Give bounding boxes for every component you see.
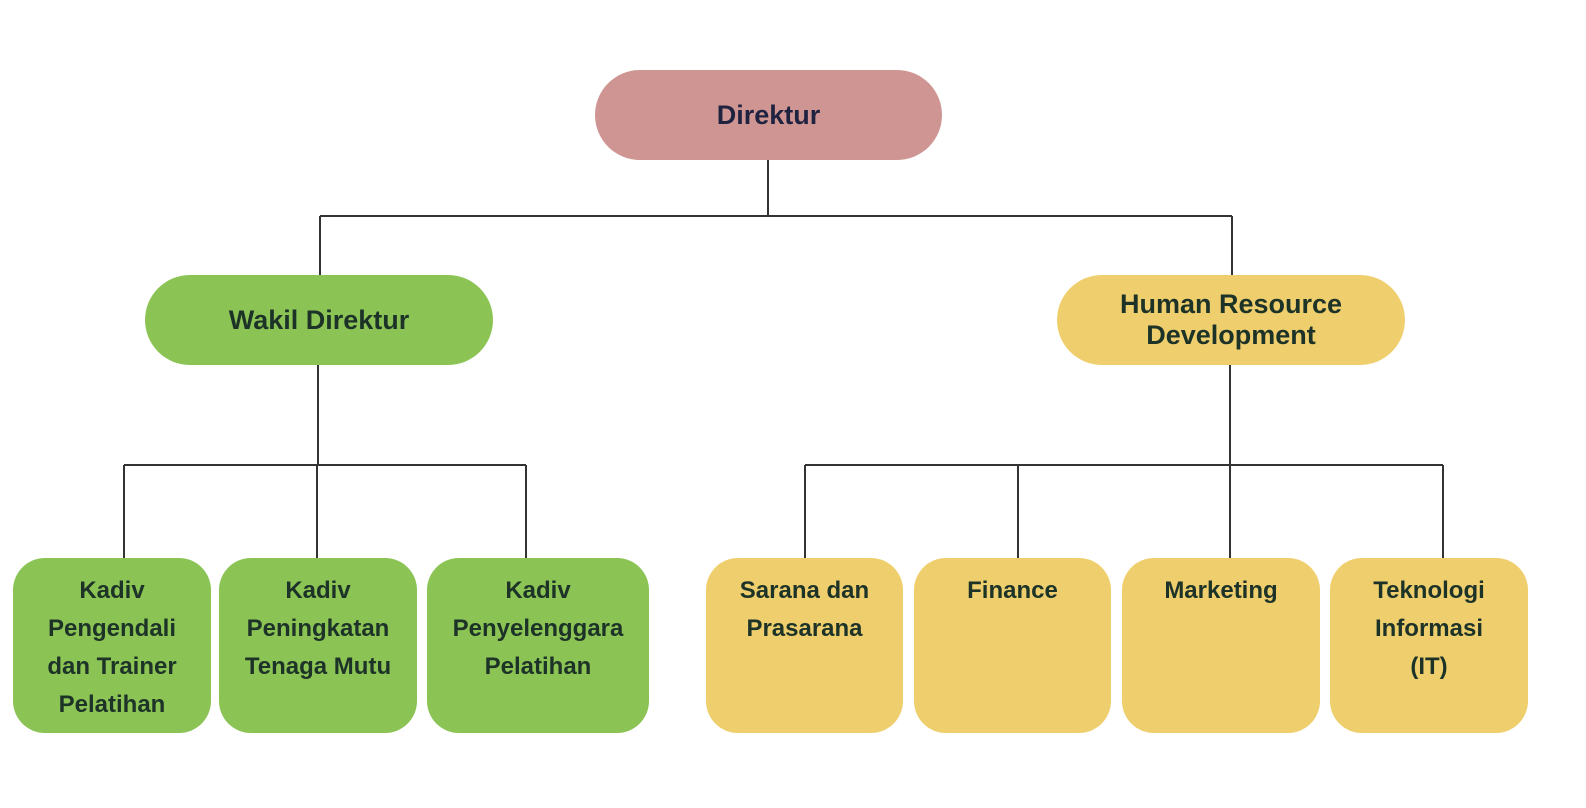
node-label: Kadiv Pengendali dan Trainer Pelatihan	[47, 577, 177, 718]
director-connector	[319, 160, 1233, 275]
hrd-connector	[804, 365, 1444, 558]
deputy-connector	[123, 365, 527, 558]
node-label: Kadiv Peningkatan Tenaga Mutu	[244, 577, 392, 680]
node-it: Teknologi Informasi (IT)	[1330, 558, 1528, 733]
node-direktur: Direktur	[595, 70, 942, 160]
node-kadiv-penyelenggara: Kadiv Penyelenggara Pelatihan	[427, 558, 649, 733]
node-finance: Finance	[914, 558, 1111, 733]
node-kadiv-peningkatan: Kadiv Peningkatan Tenaga Mutu	[219, 558, 417, 733]
node-label: Direktur	[716, 99, 821, 130]
node-sarana: Sarana dan Prasarana	[706, 558, 903, 733]
node-label: Sarana dan Prasarana	[739, 577, 870, 642]
node-label: Marketing	[1164, 577, 1278, 604]
node-kadiv-pengendali: Kadiv Pengendali dan Trainer Pelatihan	[13, 558, 211, 733]
node-label: Finance	[967, 577, 1058, 604]
node-wakil-direktur: Wakil Direktur	[145, 275, 493, 365]
node-label: Teknologi Informasi (IT)	[1373, 577, 1485, 680]
node-label: Wakil Direktur	[228, 304, 410, 335]
node-label: Human Resource Development	[1119, 289, 1343, 350]
node-label: Kadiv Penyelenggara Pelatihan	[452, 577, 624, 680]
node-marketing: Marketing	[1122, 558, 1320, 733]
node-hrd: Human Resource Development	[1057, 275, 1405, 365]
